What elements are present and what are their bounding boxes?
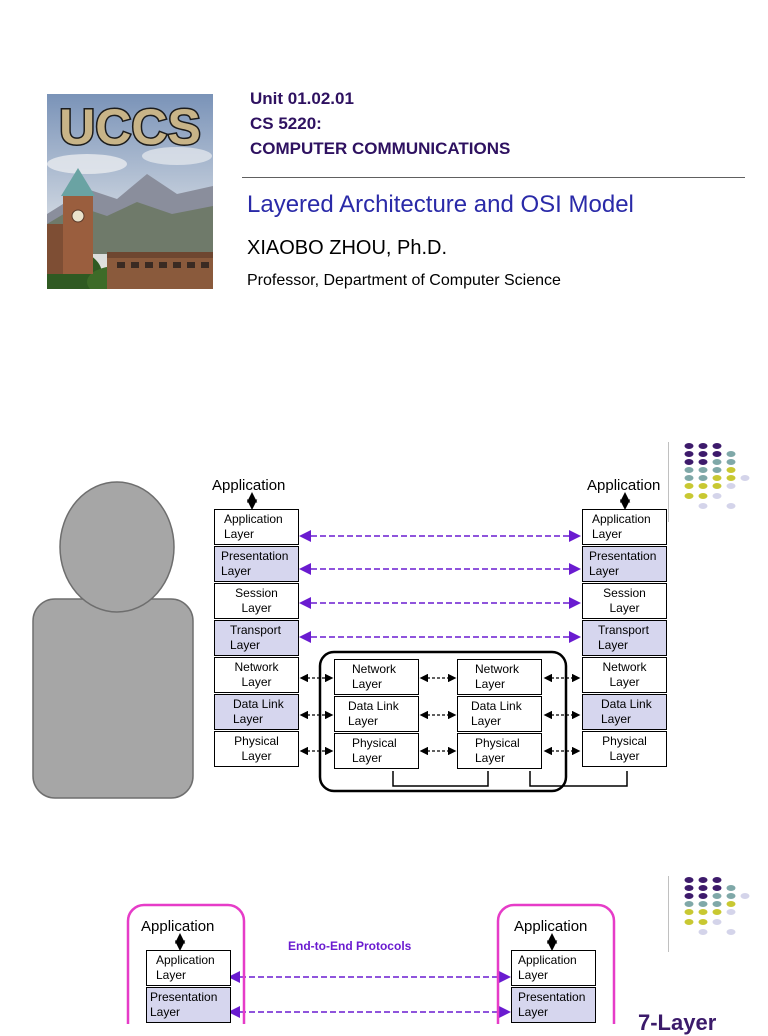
course-code: CS 5220: [250,114,322,133]
course-name: COMPUTER COMMUNICATIONS [250,139,511,158]
slide-title: Layered Architecture and OSI Model [247,191,634,218]
end-to-end-protocols-label: End-to-End Protocols [288,939,412,953]
unit-number: Unit 01.02.01 [250,89,354,108]
application-label-right-2: Application [514,918,588,935]
uccs-logo-image: UCCS [47,94,213,289]
decorative-dots-icon [667,440,768,524]
application-label-left-2: Application [141,918,215,935]
seven-layer-title: 7-Layer [638,1010,717,1035]
title-divider [242,177,745,178]
author-name: XIAOBO ZHOU, Ph.D. [247,237,448,259]
person-placeholder-icon [32,481,194,801]
course-heading: Unit 01.02.01 CS 5220: COMPUTER COMMUNIC… [250,86,510,161]
decorative-dots-icon-2 [667,874,768,954]
logo-text: UCCS [59,99,201,155]
application-label-left: Application [212,477,286,494]
application-label-right: Application [587,477,661,494]
author-position: Professor, Department of Computer Scienc… [247,272,561,289]
